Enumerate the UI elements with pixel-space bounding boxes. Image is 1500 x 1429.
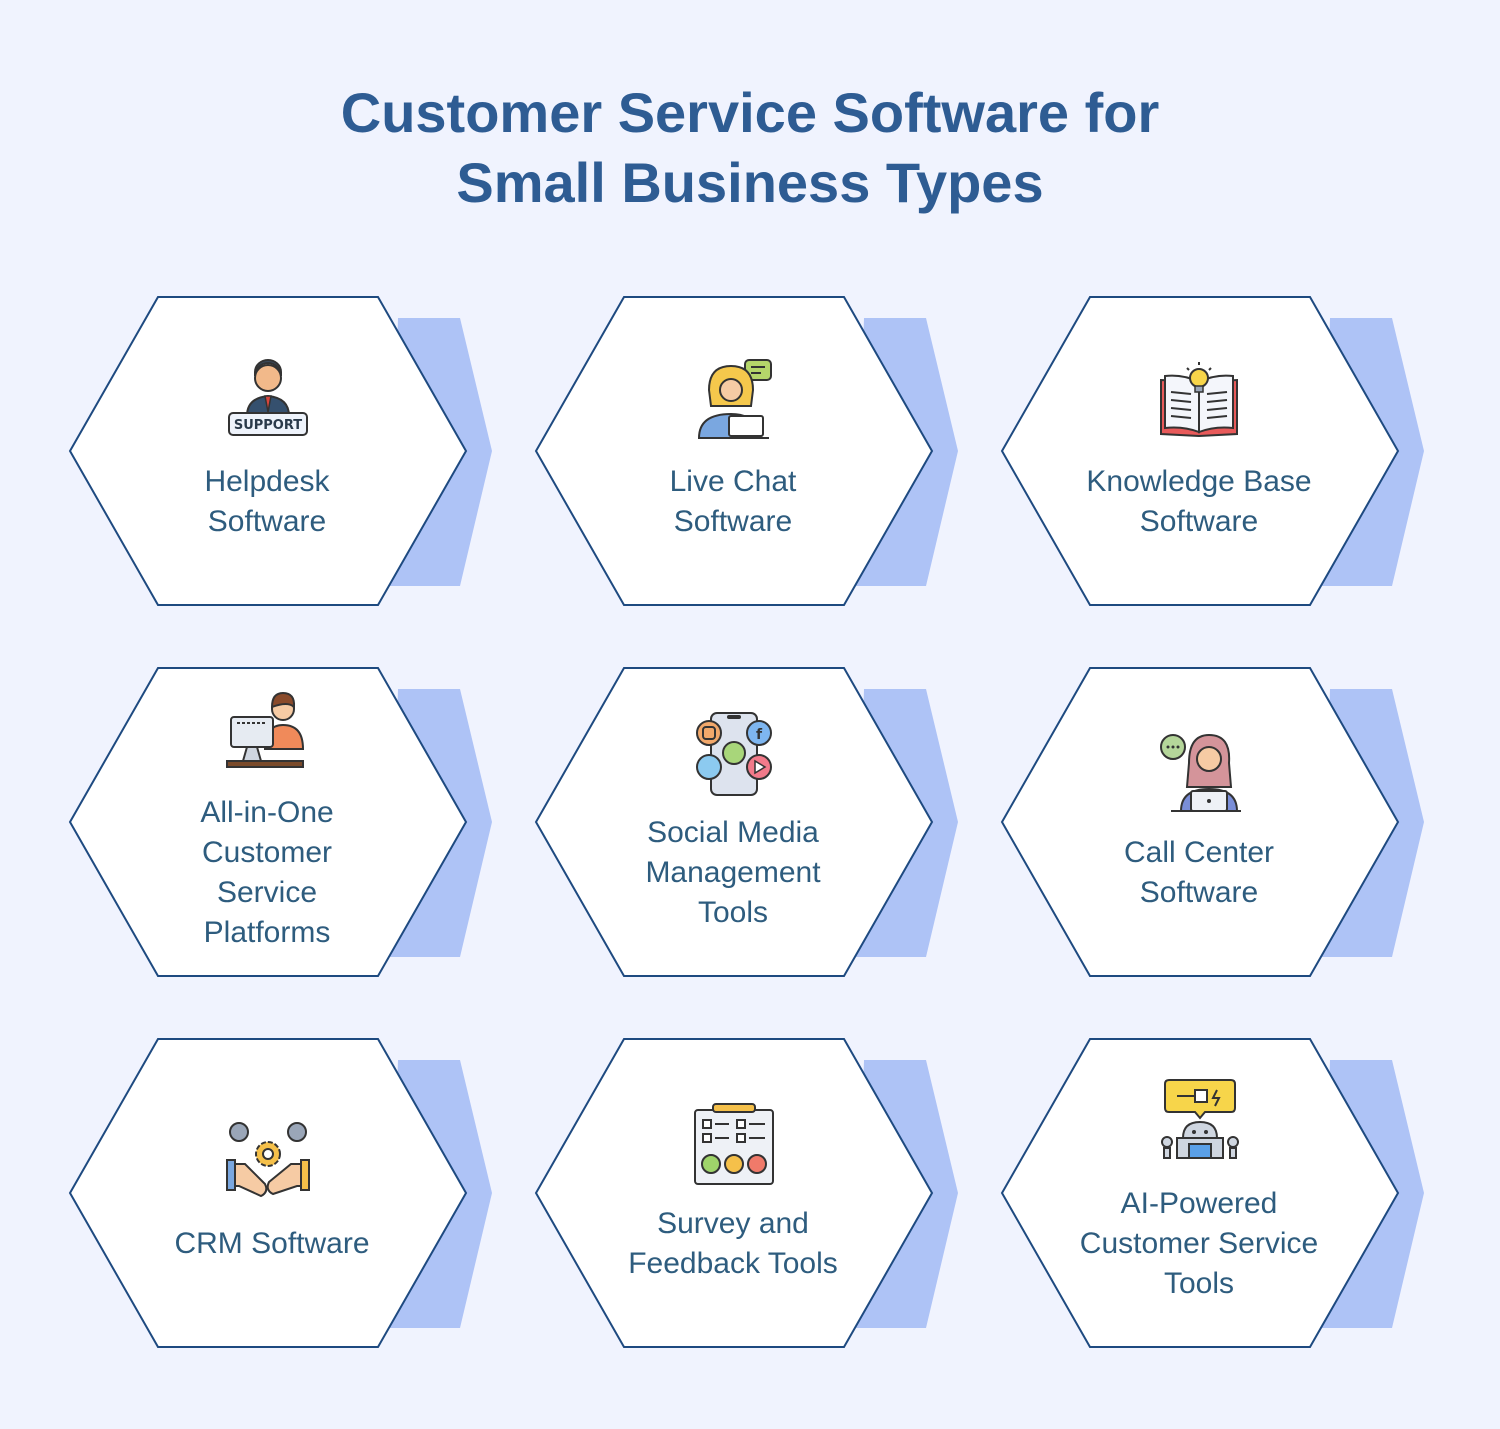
hexagon: [534, 296, 958, 606]
survey-clipboard-icon: [694, 1103, 774, 1185]
hexagon: [1000, 667, 1424, 977]
label-line: Software: [673, 505, 793, 538]
card-label: Social Media Management Tools: [583, 813, 883, 933]
hexagon: [68, 296, 492, 606]
card-knowledge-base-software: Knowledge Base Software: [1000, 296, 1440, 616]
label-line: Call Center: [1123, 836, 1275, 869]
svg-text:SUPPORT: SUPPORT: [234, 418, 302, 433]
card-label: Helpdesk Software: [117, 462, 417, 542]
label-line: Customer Service: [1079, 1227, 1319, 1260]
title-line-2: Small Business Types: [456, 151, 1044, 214]
social-media-phone-icon: f: [696, 712, 772, 796]
card-crm-software: CRM Software: [68, 1038, 508, 1358]
card-label: Knowledge Base Software: [1049, 462, 1349, 542]
label-line: Live Chat: [669, 465, 797, 498]
card-label: Survey and Feedback Tools: [583, 1204, 883, 1284]
card-label: Live Chat Software: [583, 462, 883, 542]
card-label: CRM Software: [122, 1224, 422, 1264]
hexagon: [534, 1038, 958, 1348]
hexagon: [68, 1038, 492, 1348]
computer-person-icon: [226, 691, 305, 768]
label-line: Management: [645, 856, 821, 889]
label-line: Survey and: [657, 1207, 809, 1240]
label-line: Software: [207, 505, 327, 538]
page-title: Customer Service Software for Small Busi…: [0, 78, 1500, 218]
card-ai-powered-tools: AI-Powered Customer Service Tools: [1000, 1038, 1440, 1358]
label-line: Platforms: [203, 916, 331, 949]
card-survey-feedback-tools: Survey and Feedback Tools: [534, 1038, 974, 1358]
card-label: All-in-One Customer Service Platforms: [117, 793, 417, 953]
card-label: Call Center Software: [1049, 833, 1349, 913]
label-line: All-in-One: [200, 796, 334, 829]
live-chat-agent-icon: [697, 359, 772, 439]
call-center-agent-icon: [1160, 733, 1241, 812]
card-call-center-software: Call Center Software: [1000, 667, 1440, 987]
label-line: Feedback Tools: [628, 1247, 838, 1280]
title-line-1: Customer Service Software for: [340, 81, 1160, 144]
svg-text:f: f: [756, 727, 763, 743]
card-helpdesk-software: SUPPORT Helpdesk Software: [68, 296, 508, 616]
label-line: Social Media: [647, 816, 819, 849]
card-social-media-tools: f Social Media Management Tools: [534, 667, 974, 987]
ai-robot-icon: [1161, 1079, 1239, 1159]
handshake-crm-icon: [226, 1122, 310, 1198]
label-line: Software: [1139, 876, 1259, 909]
card-live-chat-software: Live Chat Software: [534, 296, 974, 616]
hexagon: [534, 667, 958, 977]
label-line: Service: [216, 876, 318, 909]
label-line: CRM Software: [174, 1227, 370, 1260]
label-line: Knowledge Base: [1086, 465, 1312, 498]
support-agent-icon: SUPPORT: [228, 359, 308, 436]
label-line: AI-Powered: [1120, 1187, 1278, 1220]
label-line: Software: [1139, 505, 1259, 538]
card-label: AI-Powered Customer Service Tools: [1049, 1184, 1349, 1304]
hexagon: [1000, 296, 1424, 606]
label-line: Helpdesk: [204, 465, 330, 498]
hexagon: [68, 667, 492, 977]
hexagon: [1000, 1038, 1424, 1348]
knowledge-book-icon: [1160, 362, 1238, 438]
label-line: Tools: [1163, 1267, 1235, 1300]
label-line: Tools: [697, 896, 769, 929]
label-line: Customer: [201, 836, 333, 869]
card-all-in-one-platforms: All-in-One Customer Service Platforms: [68, 667, 508, 987]
